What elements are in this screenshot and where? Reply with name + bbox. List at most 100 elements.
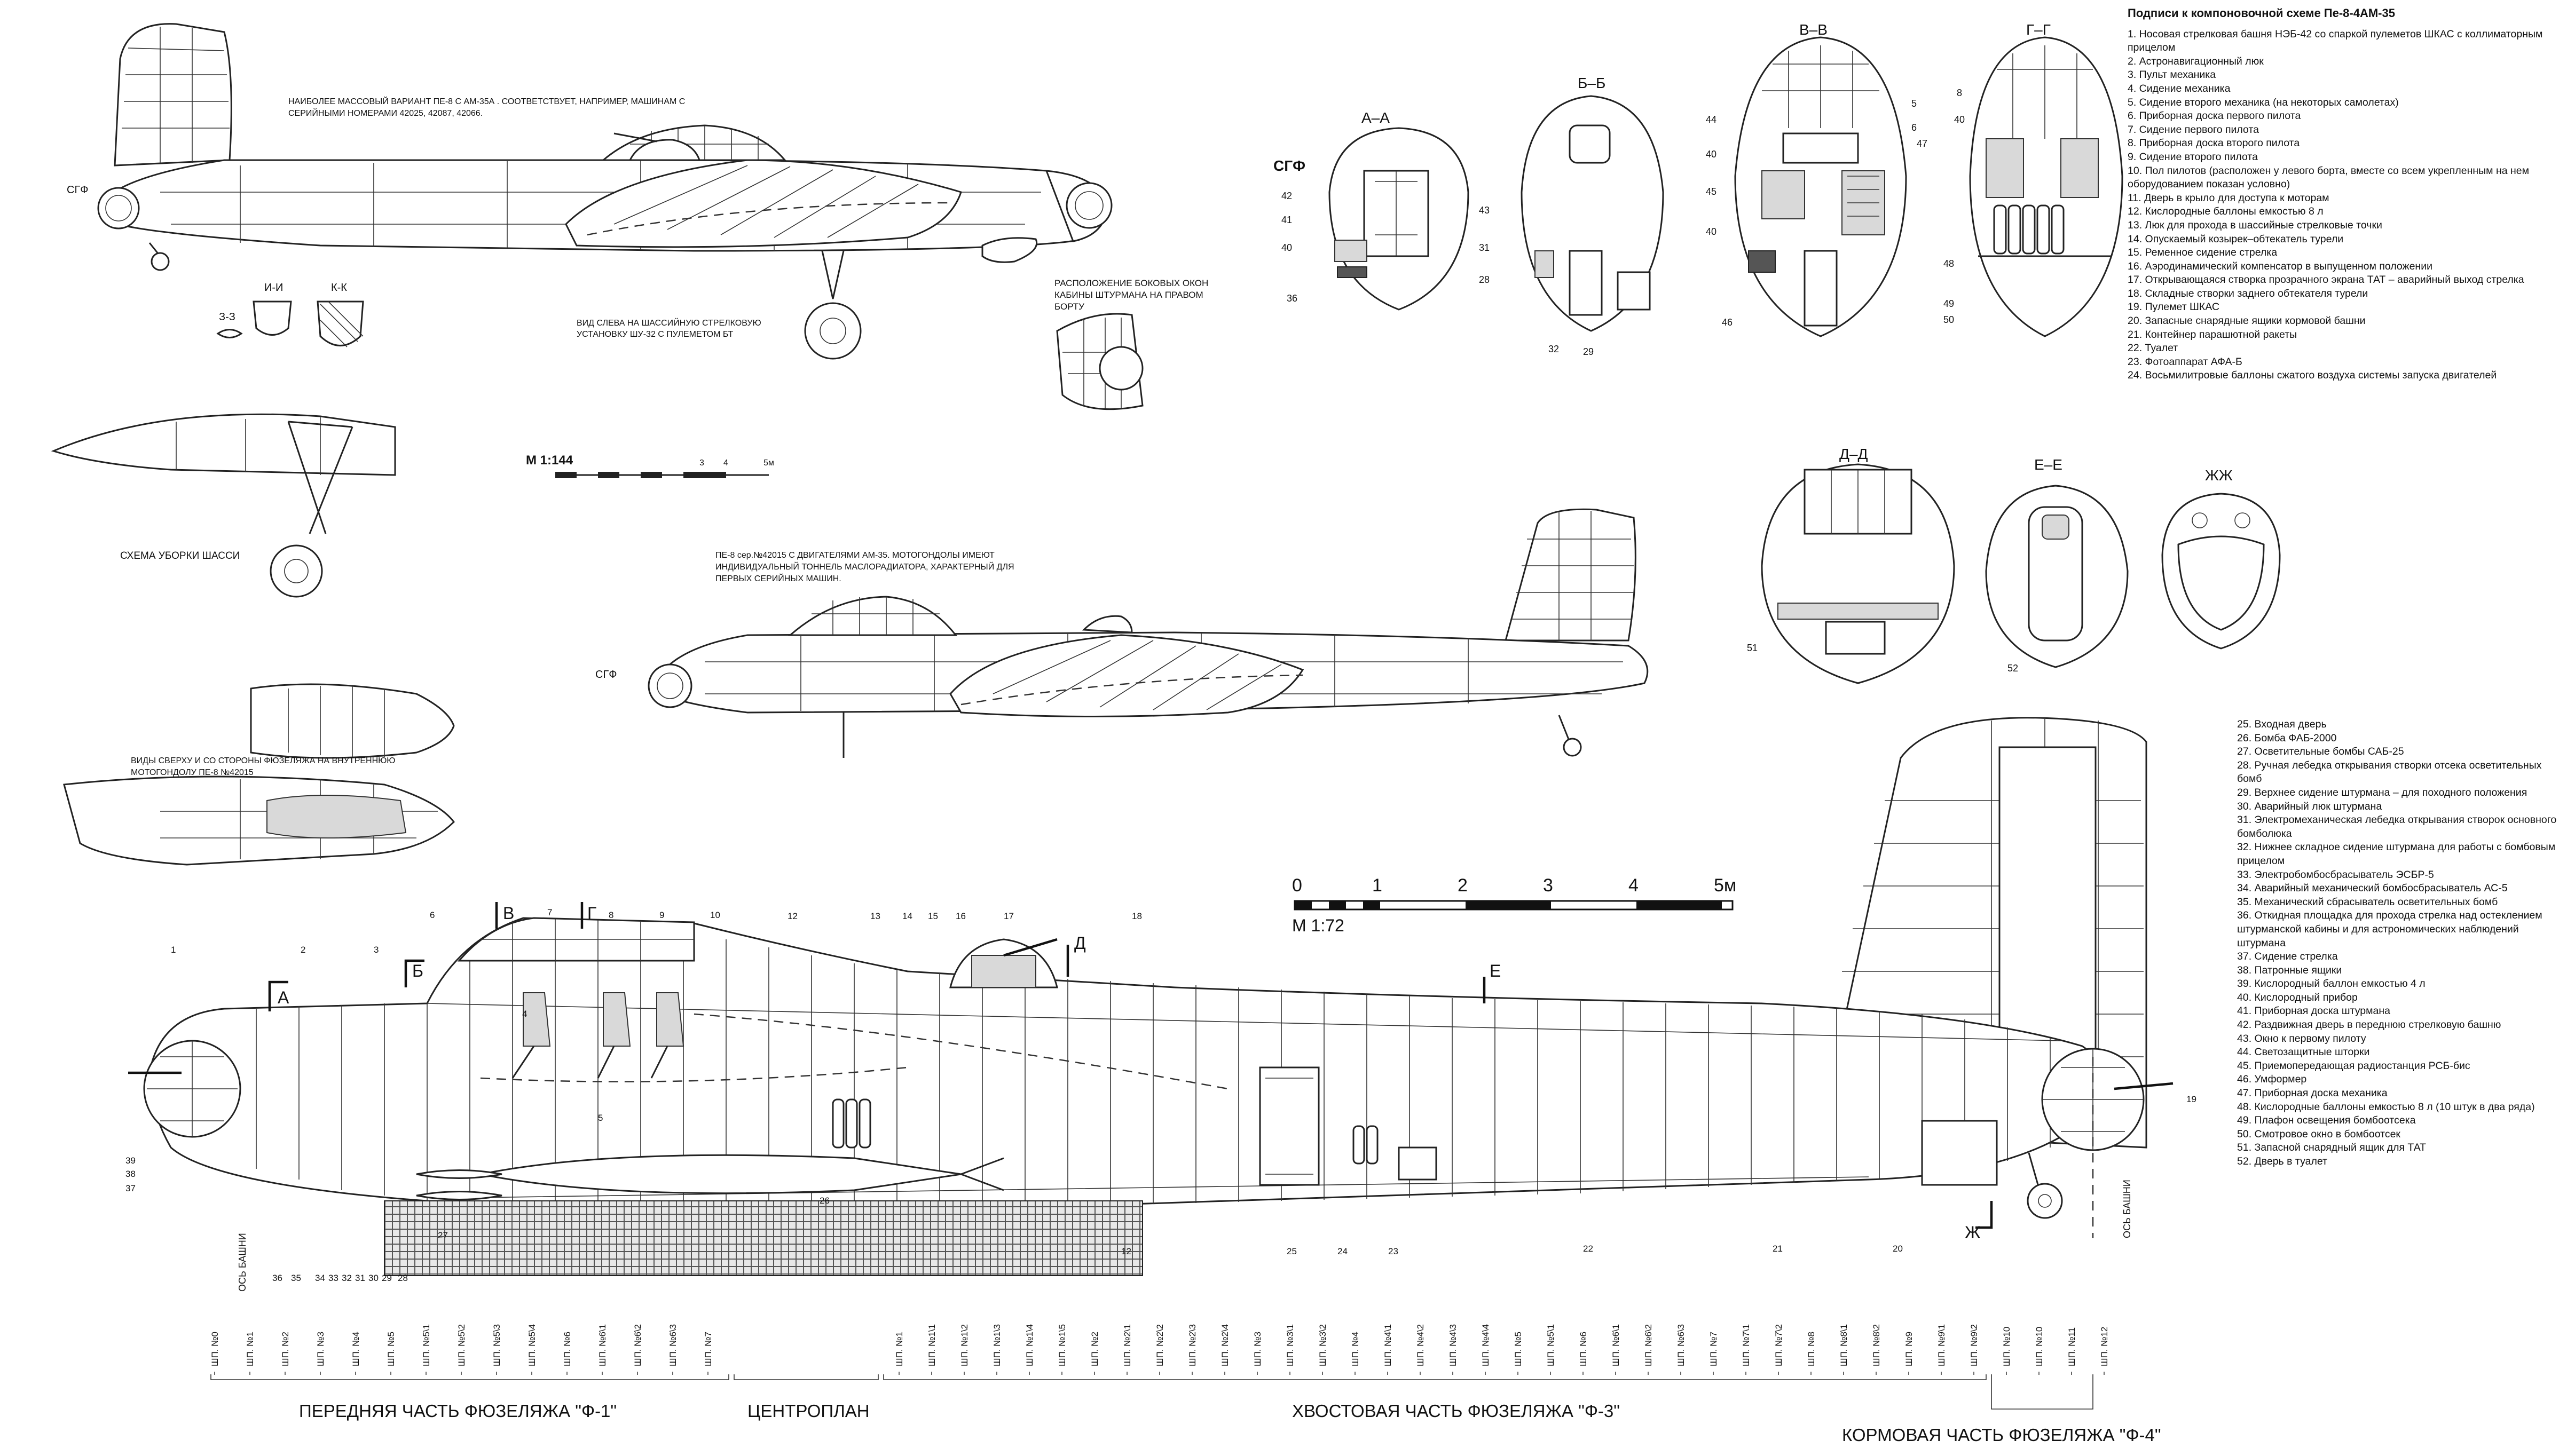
frame-label: ШП. №3 (1253, 1332, 1263, 1366)
callout-8: 8 (1957, 88, 1962, 98)
frame-label: ШП. №5\1 (421, 1324, 431, 1366)
callout-top-5: 5 (598, 1113, 603, 1123)
legend-item: 18. Складные створки заднего обтекателя … (2128, 287, 2368, 299)
legend-item: 28. Ручная лебедка открывания створки от… (2237, 759, 2542, 785)
legend-item: 35. Механический сбрасыватель осветитель… (2237, 896, 2498, 908)
frame-label: ШП. №1\5 (1057, 1324, 1067, 1366)
section-aa-label: А–А (1361, 109, 1390, 126)
frame-label: ШП. №3\1 (1285, 1324, 1295, 1366)
cut-g: Г (587, 904, 596, 923)
section-ee-label: Е–Е (2034, 456, 2062, 473)
callout-bottom-34: 34 (315, 1273, 325, 1283)
section-ee: Е–Е (1985, 456, 2129, 668)
frame-label: ШП. №1\4 (1025, 1324, 1035, 1366)
frame-label: ШП. №1\2 (959, 1324, 970, 1366)
frame-label: ШП. №11 (2067, 1327, 2077, 1366)
section-bb: Б–Б (1521, 75, 1664, 332)
side-windows-inset (1056, 313, 1144, 410)
legend-item: 11. Дверь в крыло для доступа к моторам (2128, 192, 2329, 204)
scale-small-tick-4: 4 (723, 458, 728, 468)
cut-d: Д (1074, 933, 1086, 953)
legend-item: 1. Носовая стрелковая башня НЭБ-42 со сп… (2128, 28, 2543, 54)
frame-label: ШП. №4\2 (1415, 1324, 1426, 1366)
legend-item: 24. Восьмилитровые баллоны сжатого возду… (2128, 369, 2497, 382)
scale-large: 0 1 2 3 4 5м М 1:72 (1292, 875, 1736, 935)
callout-5: 5 (1911, 98, 1917, 109)
callout-40: 40 (1281, 242, 1292, 253)
callout-top-7: 7 (547, 907, 552, 917)
section-gg: Г–Г (1969, 21, 2123, 337)
legend-item: 46. Умформер (2237, 1073, 2307, 1086)
legend-item: 22. Туалет (2128, 342, 2178, 354)
callout-6: 6 (1911, 122, 1917, 133)
legend-top: Подписи к компоновочной схеме Пе-8-4АМ-3… (2128, 6, 2555, 383)
section-kk-label: К-К (331, 282, 347, 294)
legend-item: 45. Приемопередающая радиостанция РСБ-би… (2237, 1059, 2470, 1072)
scale-small-tick-3: 3 (699, 458, 704, 468)
scale-small-label: М 1:144 (526, 453, 573, 468)
callout-32: 32 (1548, 344, 1559, 354)
frame-label: ШП. №6\1 (597, 1324, 608, 1366)
callout-top-9: 9 (659, 910, 664, 920)
main-callouts-top: 1 2 3 4 5 6 7 8 9 10 12 13 14 15 16 17 1… (171, 907, 1142, 1123)
legend-item: 30. Аварийный люк штурмана (2237, 800, 2382, 812)
legend-item: 26. Бомба ФАБ-2000 (2237, 732, 2337, 744)
frame-label: ШП. №5\3 (492, 1324, 502, 1366)
scale-large-tick-2: 2 (1458, 875, 1468, 896)
section-zhzh-label: ЖЖ (2205, 467, 2233, 484)
callout-bottom-28: 28 (398, 1273, 408, 1283)
gear-retraction-sketch (51, 413, 396, 598)
legend-item: 19. Пулемет ШКАС (2128, 301, 2219, 313)
legend-item: 29. Верхнее сидение штурмана – для поход… (2237, 786, 2527, 798)
frame-label: ШП. №6\3 (1676, 1324, 1686, 1366)
frame-label: ШП. №5\2 (456, 1324, 467, 1366)
scale-small-tick-5: 5м (763, 458, 774, 468)
main-callouts-side: 39 38 37 19 26 (125, 1094, 2196, 1206)
legend-item: 52. Дверь в туалет (2237, 1156, 2327, 1167)
frame-label: ШП. №8 (1806, 1332, 1816, 1366)
section-center-label: ЦЕНТРОПЛАН (747, 1401, 870, 1421)
legend-item: 27. Осветительные бомбы САБ-25 (2237, 746, 2404, 758)
legend-item: 34. Аварийный механический бомбосбрасыва… (2237, 882, 2508, 895)
callout-bottom-29: 29 (382, 1273, 392, 1283)
legend-item: 9. Сидение второго пилота (2128, 151, 2258, 163)
frame-label: ШП. №1 (245, 1332, 255, 1366)
frame-label: ШП. №4\1 (1383, 1324, 1393, 1366)
frame-label: ШП. №7\1 (1741, 1324, 1751, 1366)
legend-item: 33. Электробомбосбрасыватель ЭСБР-5 (2237, 868, 2434, 881)
legend-item: 15. Ременное сидение стрелка (2128, 247, 2278, 259)
legend-title: Подписи к компоновочной схеме Пе-8-4АМ-3… (2128, 6, 2395, 20)
callout-52: 52 (2007, 663, 2018, 674)
callout-top-12: 12 (788, 911, 798, 921)
legend-item: 37. Сидение стрелка (2237, 951, 2338, 963)
legend-item: 49. Плафон освещения бомбоотсека (2237, 1114, 2416, 1127)
legend-item: 13. Люк для прохода в шассийные стрелков… (2128, 219, 2382, 231)
frame-label: ШП. №4\4 (1481, 1324, 1491, 1366)
frame-label: ШП. №10 (2034, 1327, 2044, 1366)
callout-top-15: 15 (928, 911, 938, 921)
callout-48: 48 (1943, 258, 1954, 269)
callout-top-13: 13 (870, 911, 880, 921)
callout-28: 28 (1479, 274, 1490, 285)
callout-37: 37 (125, 1183, 136, 1193)
legend-item: 4. Сидение механика (2128, 82, 2231, 94)
callout-43: 43 (1479, 205, 1490, 216)
frame-label: ШП. №4\3 (1448, 1324, 1458, 1366)
section-vv-label: В–В (1799, 21, 1828, 38)
section-bb-label: Б–Б (1578, 75, 1605, 91)
legend-item: 8. Приборная доска второго пилота (2128, 137, 2300, 149)
scale-large-tick-0: 0 (1292, 875, 1302, 896)
frame-label: ШП. №10 (2002, 1327, 2012, 1366)
frame-label: ШП. №5\1 (1546, 1324, 1556, 1366)
frame-label: ШП. №1\3 (992, 1324, 1002, 1366)
section-vv: В–В (1734, 21, 1907, 337)
scale-large-tick-4: 4 (1628, 875, 1639, 896)
main-cutaway (128, 717, 2174, 1276)
legend-item: 48. Кислородные баллоны емкостью 8 л (10… (2237, 1101, 2535, 1113)
callout-top-18: 18 (1132, 911, 1142, 921)
frame-label: ШП. №0 (210, 1332, 220, 1366)
